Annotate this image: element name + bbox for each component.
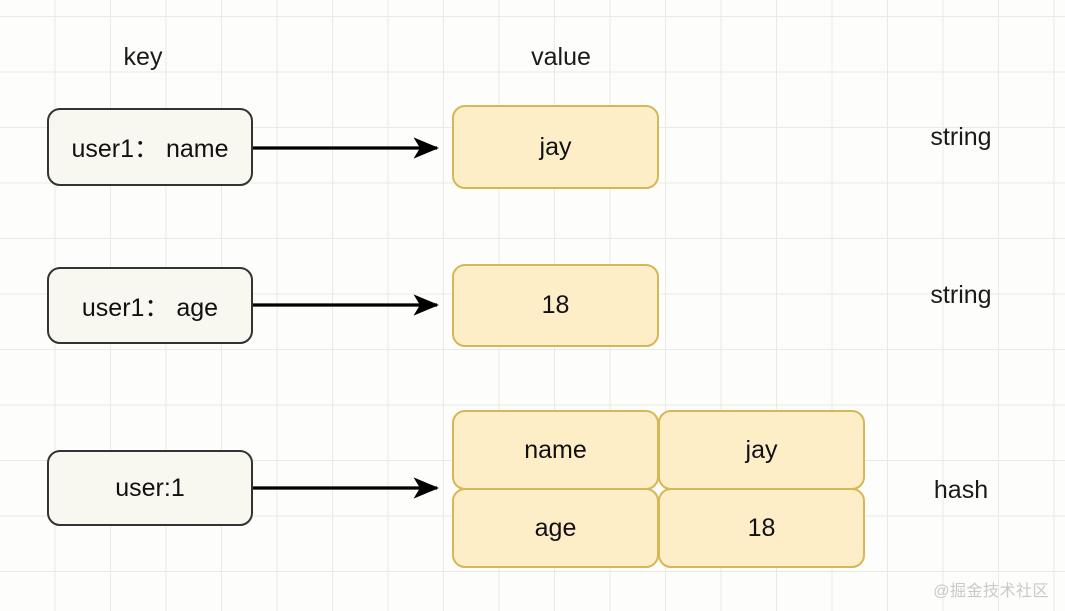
arrow-key-to-value-2 [253,294,440,316]
key-box-user1-age: user1： age [47,267,253,344]
hash-cell-value-jay: jay [658,410,865,490]
arrow-key-to-hash [253,477,440,499]
key-box-user1-name: user1： name [47,108,253,186]
type-label-hash: hash [933,476,989,504]
value-box-jay: jay [452,105,659,189]
key-box-user-1: user:1 [47,450,253,526]
hash-cell-field-name: name [452,410,659,490]
value-box-18: 18 [452,264,659,347]
hash-value-table: name jay age 18 [452,410,865,568]
column-header-key: key [123,43,163,71]
type-label-string-1: string [930,123,992,151]
watermark: @掘金技术社区 [933,583,1049,600]
hash-cell-value-18: 18 [658,488,865,568]
column-header-value: value [531,43,591,71]
arrow-key-to-value-1 [253,137,440,159]
type-label-string-2: string [930,281,992,309]
hash-cell-field-age: age [452,488,659,568]
